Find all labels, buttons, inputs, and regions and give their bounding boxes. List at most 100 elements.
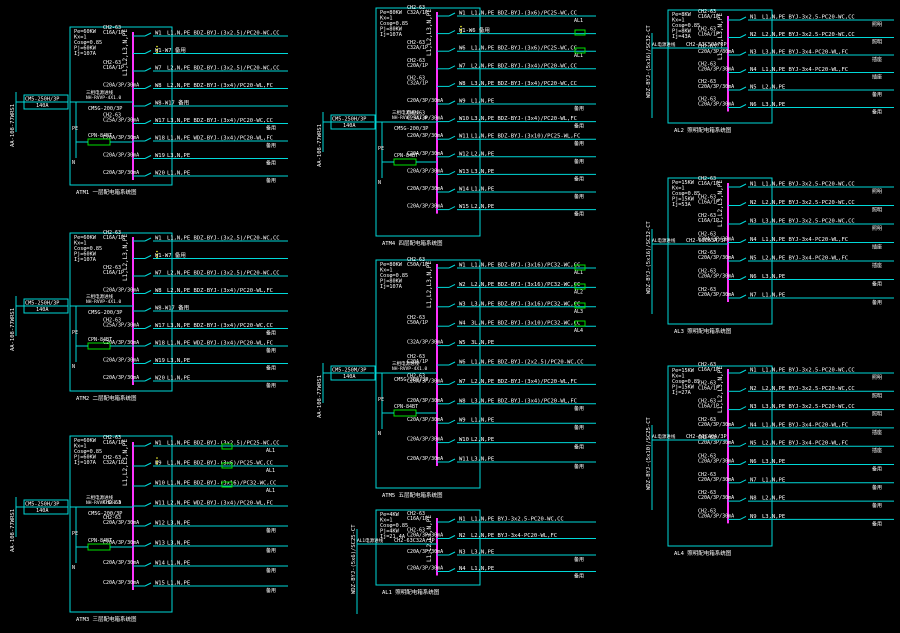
circuit-note: 备用 — [574, 175, 584, 182]
ellipsis-dot — [460, 25, 462, 28]
circuit-description: L3,N,PE BDZ-BYJ-(3x4)/PC20-WL,FC — [471, 116, 577, 122]
breaker-label: C20A/3P/30mA — [698, 422, 734, 428]
breaker-symbol — [739, 257, 747, 262]
incoming-breaker: CH2-63C63A/3P — [686, 238, 727, 244]
breaker-symbol — [144, 342, 152, 347]
circuit-description: L1,N,PE WDZ-BYJ-(3x4)/PC20-WL,FC — [167, 341, 273, 347]
circuit-code: W13 — [459, 169, 469, 175]
panel-param: Cosφ=0.85 — [74, 449, 102, 455]
breaker-symbol — [144, 377, 152, 382]
circuit-description: L2,N,PE BDZ-BYJ-(3x2.5)/PC20-WC,CC — [167, 66, 280, 72]
breaker-label: C16A/1P — [698, 32, 719, 38]
circuit-code: N7 — [750, 293, 757, 299]
panel-param: Kx=1 — [74, 35, 87, 41]
circuit-code: N2 — [459, 533, 466, 539]
breaker-label: C16A/1P — [407, 516, 428, 522]
circuit-description: L2,N,PE BYJ-3x4-PC20-WL,FC — [762, 441, 848, 447]
circuit-code: W7 — [155, 271, 162, 277]
breaker-label: C20A/3P/30mA — [698, 292, 734, 298]
circuit-description: L1,N,PE — [167, 376, 190, 382]
panel-caption: ATM4 四层配电箱系统图 — [382, 239, 443, 247]
circuit-code: W1 — [155, 441, 162, 447]
breaker-symbol — [739, 387, 747, 392]
incoming-rating: 140A — [36, 508, 49, 514]
panel-left-2: L1,L2,L3,N,PEPe=60KWKx=1Cosφ=0.85Pj=60KW… — [10, 230, 288, 402]
feeder-tag-marker — [574, 264, 586, 271]
pe-marker: PE — [72, 126, 78, 132]
breaker-label: C20A/3P/30mA — [407, 133, 443, 139]
circuit-note: AL2 — [574, 289, 583, 295]
panel-param: Kx=1 — [74, 241, 87, 247]
feeder-tag-marker — [221, 443, 233, 450]
panel-param: Cosφ=0.85 — [380, 273, 408, 279]
breaker-label: CH2-63 — [103, 113, 121, 119]
circuit-code: N5 — [750, 256, 757, 262]
breaker-label: CH2-63 — [103, 318, 121, 324]
breaker-symbol — [448, 439, 456, 444]
breaker-label: CH2-63 — [698, 454, 716, 460]
breaker-label: CH2-63 — [407, 40, 425, 46]
breaker-label: C20A/3P/30mA — [103, 135, 139, 141]
circuit-code: N2 — [750, 32, 757, 38]
circuit-code: W1 — [155, 236, 162, 242]
breaker-symbol — [739, 369, 747, 374]
breaker-symbol — [448, 361, 456, 366]
neutral-marker: N — [378, 180, 381, 186]
circuit-description: L2,N,PE — [471, 204, 494, 210]
ellipsis-dot — [156, 48, 158, 51]
breaker-label: C20A/3P/30mA — [698, 237, 734, 243]
neutral-marker: N — [378, 431, 381, 437]
breaker-label: C20A/3P/30mA — [407, 437, 443, 443]
neutral-marker: N — [72, 364, 75, 370]
breaker-symbol — [739, 86, 747, 91]
circuit-description: L3,N,PE — [762, 102, 785, 108]
circuit-code: W4 — [459, 321, 466, 327]
ellipsis-dot — [156, 45, 158, 48]
panel-param: Ij=107A — [380, 284, 403, 290]
panel-param: Pj=60KW — [74, 252, 97, 258]
circuit-code: N2 — [750, 386, 757, 392]
pe-marker: PE — [378, 146, 384, 152]
breaker-label: CH2-63 — [698, 435, 716, 441]
circuit-description: W1-W7 备用 — [155, 46, 186, 54]
ellipsis-dot — [156, 51, 158, 54]
circuit-code: W19 — [155, 153, 165, 159]
circuit-description: L3,N,PE BYJ-3x4-PC20-WL,FC — [762, 50, 848, 56]
circuit-note: 备用 — [574, 193, 584, 200]
ellipsis-dot — [156, 256, 158, 259]
circuit-note: 照明 — [872, 226, 882, 232]
busbar-label: L1,L2,L3,N,PE — [426, 261, 433, 308]
circuit-note: 插座 — [872, 262, 882, 269]
circuit-description: L3,N,PE BYJ-3x2.5-PC20-WC,CC — [762, 404, 855, 410]
circuit-code: W20 — [155, 376, 165, 382]
breaker-label: CH2-63 — [103, 25, 121, 31]
circuit-description: L1,N,PE BYJ-3x2.5-PC20-WC,CC — [762, 15, 855, 21]
panel-param: Pe=80KW — [380, 262, 403, 268]
spd-label: CPN-84BT — [88, 337, 112, 343]
breaker-label: CH2-63 — [698, 399, 716, 405]
circuit-description: L1,N,PE — [167, 581, 190, 587]
circuit-description: L1,N,PE — [167, 561, 190, 567]
supply-label: AL电源进线 — [652, 433, 676, 440]
incoming-breaker: CM5-250H/3P — [25, 502, 59, 508]
panel-param: Pe=4KW — [380, 512, 400, 518]
incoming-cable: AA-108-77WRS1 — [10, 308, 16, 351]
supply-label: AL电源进线 — [652, 41, 676, 48]
busbar-label: L1,L2,L3,N,PE — [717, 13, 724, 60]
breaker-symbol — [144, 307, 152, 312]
breaker-label: CH2-63 — [698, 269, 716, 275]
panel-caption: AL3 照明配电箱系统图 — [674, 327, 732, 335]
panel-caption: ATM5 五层配电箱系统图 — [382, 491, 443, 499]
breaker-label: C20A/3P/30mA — [103, 340, 139, 346]
breaker-label: C32A/3P/30mA — [407, 340, 443, 346]
circuit-code: W11 — [459, 134, 469, 140]
circuit-description: L3,N,PE — [471, 550, 494, 556]
incoming-breaker: CM5-250H/3P — [25, 97, 59, 103]
panel-frame — [69, 232, 173, 392]
panel-caption: AL2 照明配电箱系统图 — [674, 126, 732, 134]
incoming-rating: 140A — [343, 123, 356, 129]
feeder-tag-marker — [574, 283, 586, 290]
circuit-description: L3,N,PE — [762, 274, 785, 280]
circuit-note: 备用 — [872, 520, 882, 527]
circuit-code: N3 — [750, 50, 757, 56]
